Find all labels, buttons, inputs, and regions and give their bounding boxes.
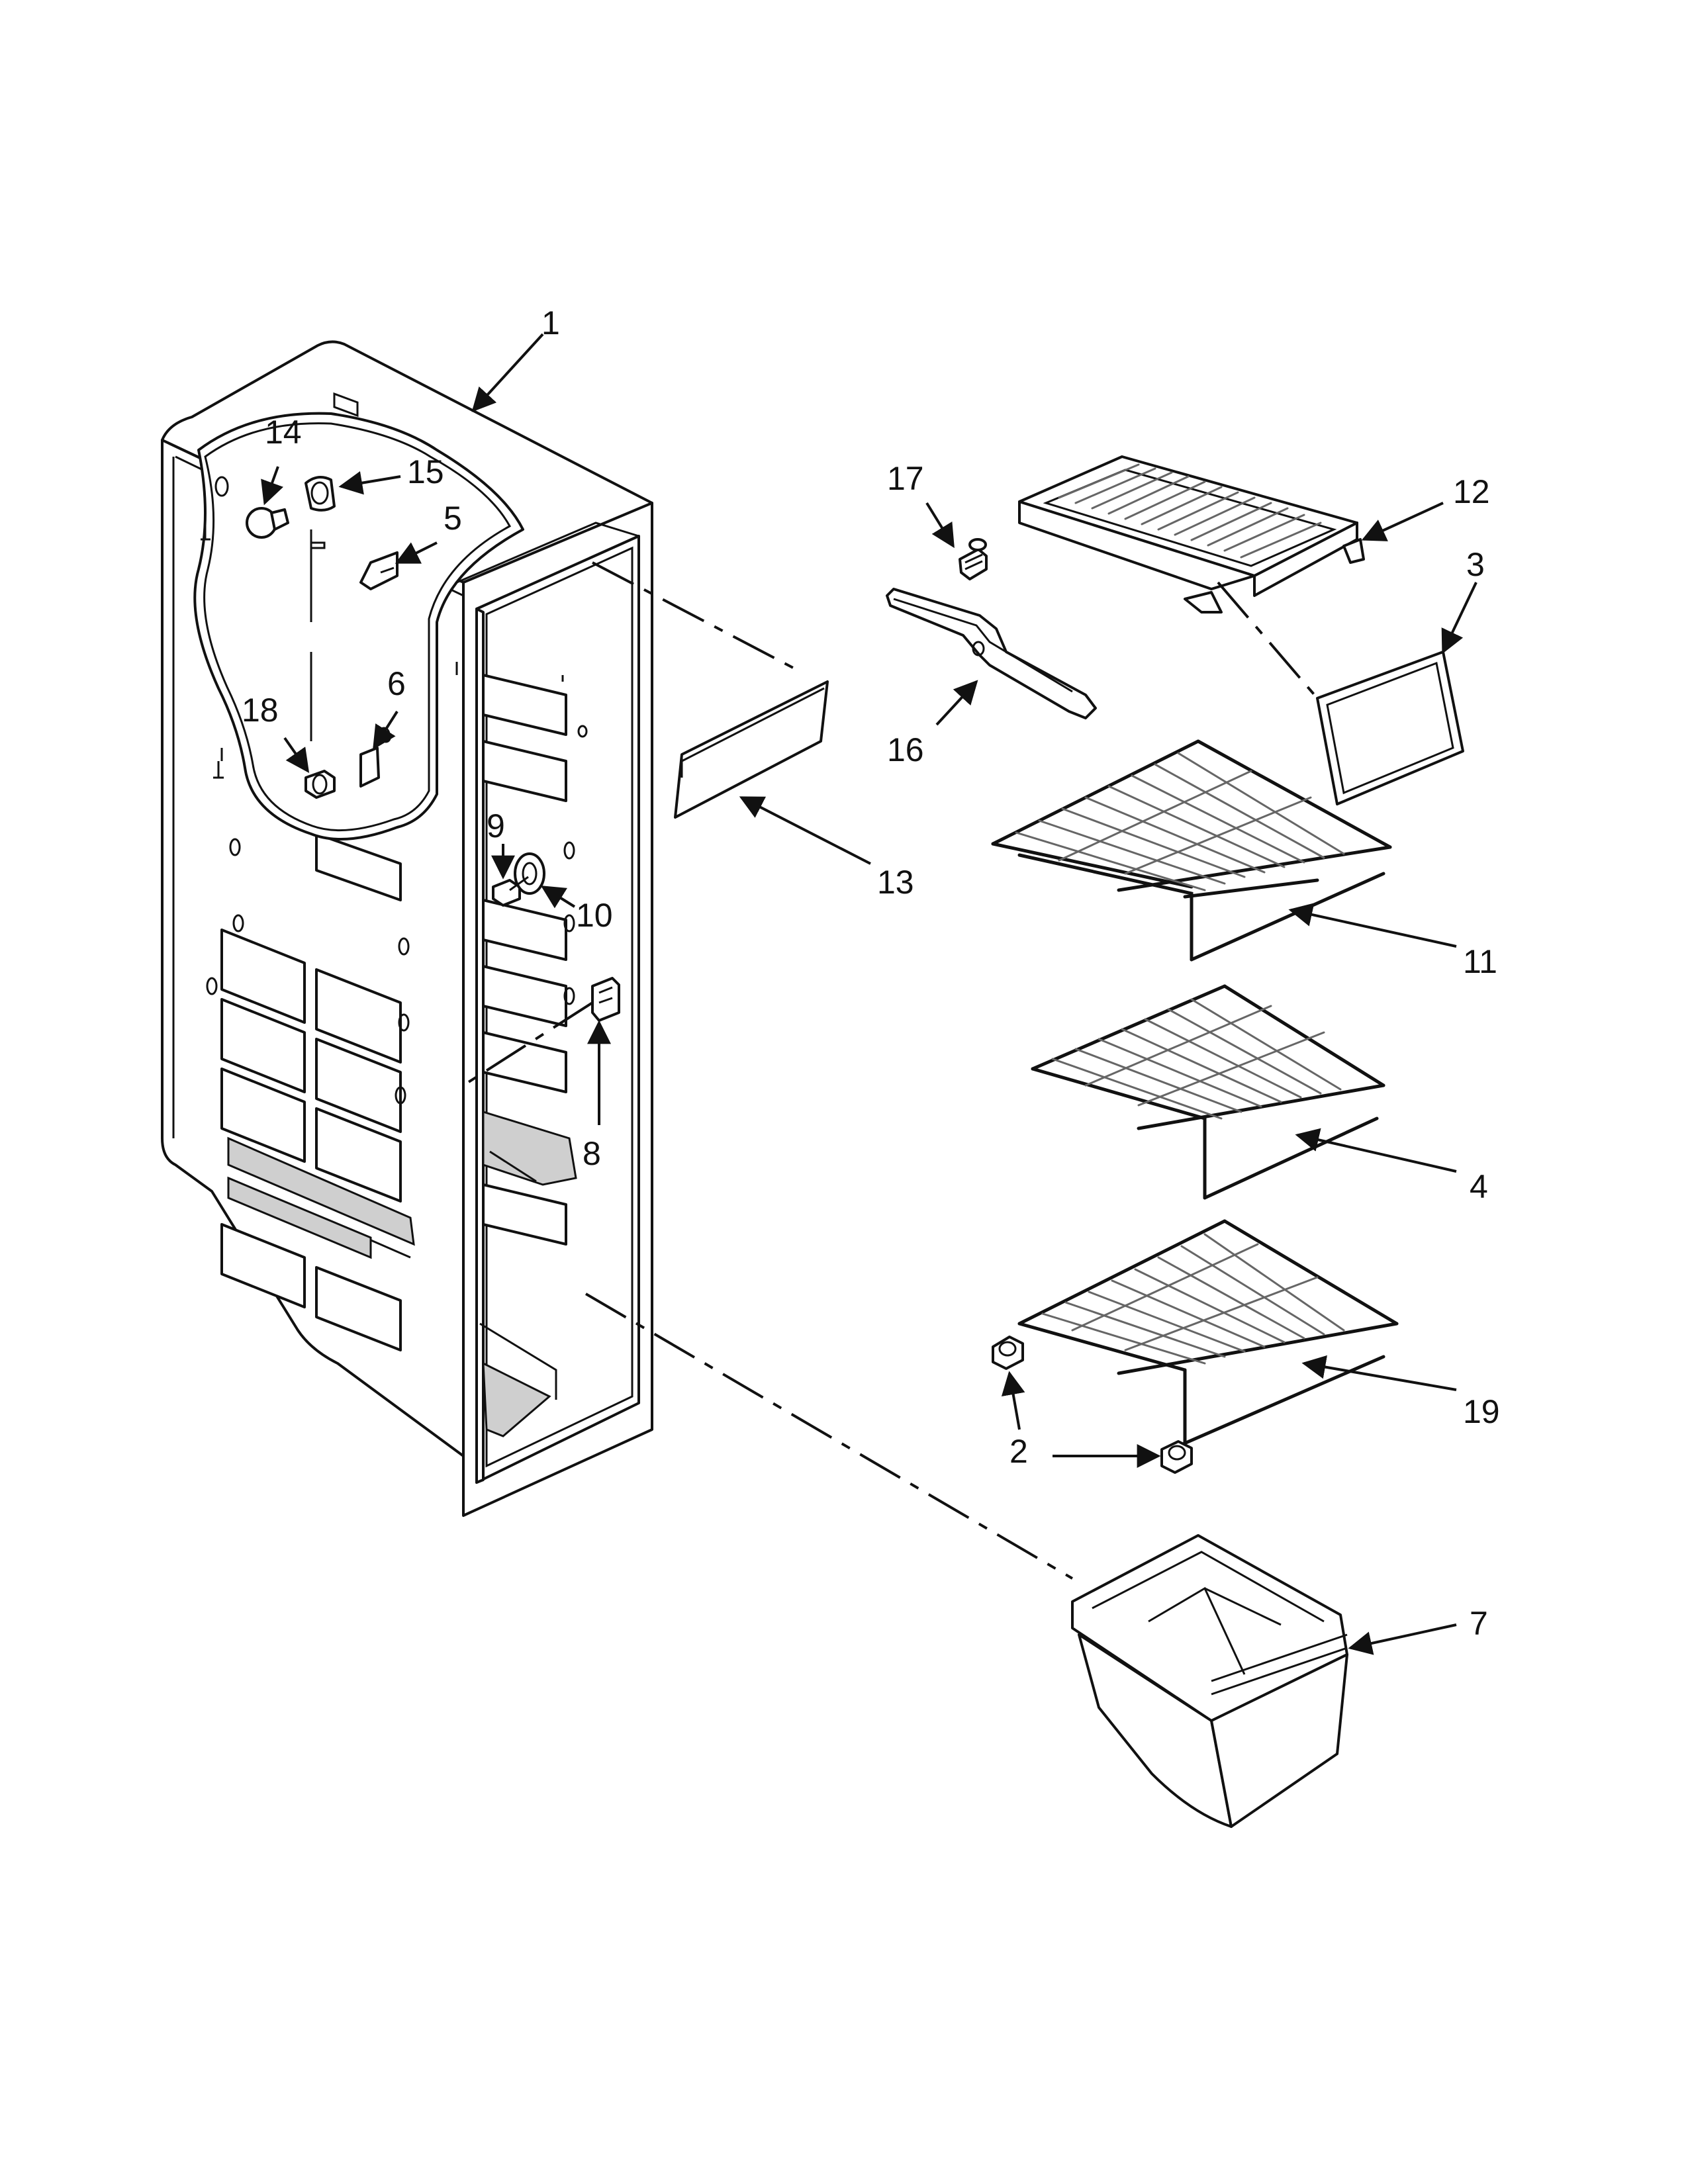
callout-19: 19: [1463, 1393, 1500, 1430]
liner-holes: [206, 662, 575, 1105]
callout-17: 17: [887, 460, 924, 497]
callout-7: 7: [1470, 1605, 1488, 1642]
damper-clip: [359, 551, 399, 590]
callout-2: 2: [1009, 1433, 1028, 1470]
liner-wall-panels: [220, 833, 415, 1351]
assembly-line-13: [592, 561, 795, 670]
screw-18: [305, 770, 336, 799]
freezer-bin-7: [1071, 1534, 1348, 1828]
assembly-line-7: [585, 1293, 1074, 1580]
callout-18: 18: [242, 692, 279, 729]
callout-14: 14: [265, 414, 302, 451]
divider-trim: [674, 680, 829, 819]
light-socket: [305, 476, 336, 512]
wire-shelf-19: [992, 1219, 1399, 1474]
assembly-line-3: [1217, 581, 1319, 700]
freezer-liner: [161, 340, 653, 1517]
shelf-bracket: [886, 588, 1097, 719]
liner-side-slots: [482, 674, 577, 1246]
callout-10: 10: [576, 897, 613, 934]
leader-lines: [261, 333, 1477, 1655]
wire-shelf-11: [991, 739, 1392, 962]
callout-3: 3: [1466, 546, 1485, 583]
crisper-cover-3: [1316, 651, 1464, 805]
callout-labels: 1 14 15 5 18 6 9 10 8 13 17 16 12 3 11 4…: [242, 304, 1500, 1642]
switch-8: [591, 977, 620, 1022]
callout-6: 6: [387, 665, 406, 702]
callout-11: 11: [1463, 943, 1497, 980]
callout-1: 1: [541, 304, 560, 341]
callout-16: 16: [887, 731, 924, 768]
wire-shelf-4: [1031, 984, 1385, 1200]
callout-12: 12: [1453, 473, 1490, 510]
callout-15: 15: [407, 453, 444, 490]
shelf-stopper: [1160, 1440, 1193, 1474]
callout-5: 5: [444, 500, 462, 537]
fastener-9-10: [492, 852, 545, 907]
callout-8: 8: [583, 1135, 601, 1172]
assembly-line-8: [462, 1001, 594, 1087]
shelf-frame-12: [1018, 455, 1365, 614]
light-bulb: [246, 507, 289, 539]
callout-4: 4: [1470, 1168, 1488, 1205]
bracket-screw: [959, 538, 988, 580]
shelf-stopper: [992, 1336, 1024, 1370]
callout-13: 13: [877, 864, 914, 901]
callout-9: 9: [487, 807, 505, 844]
